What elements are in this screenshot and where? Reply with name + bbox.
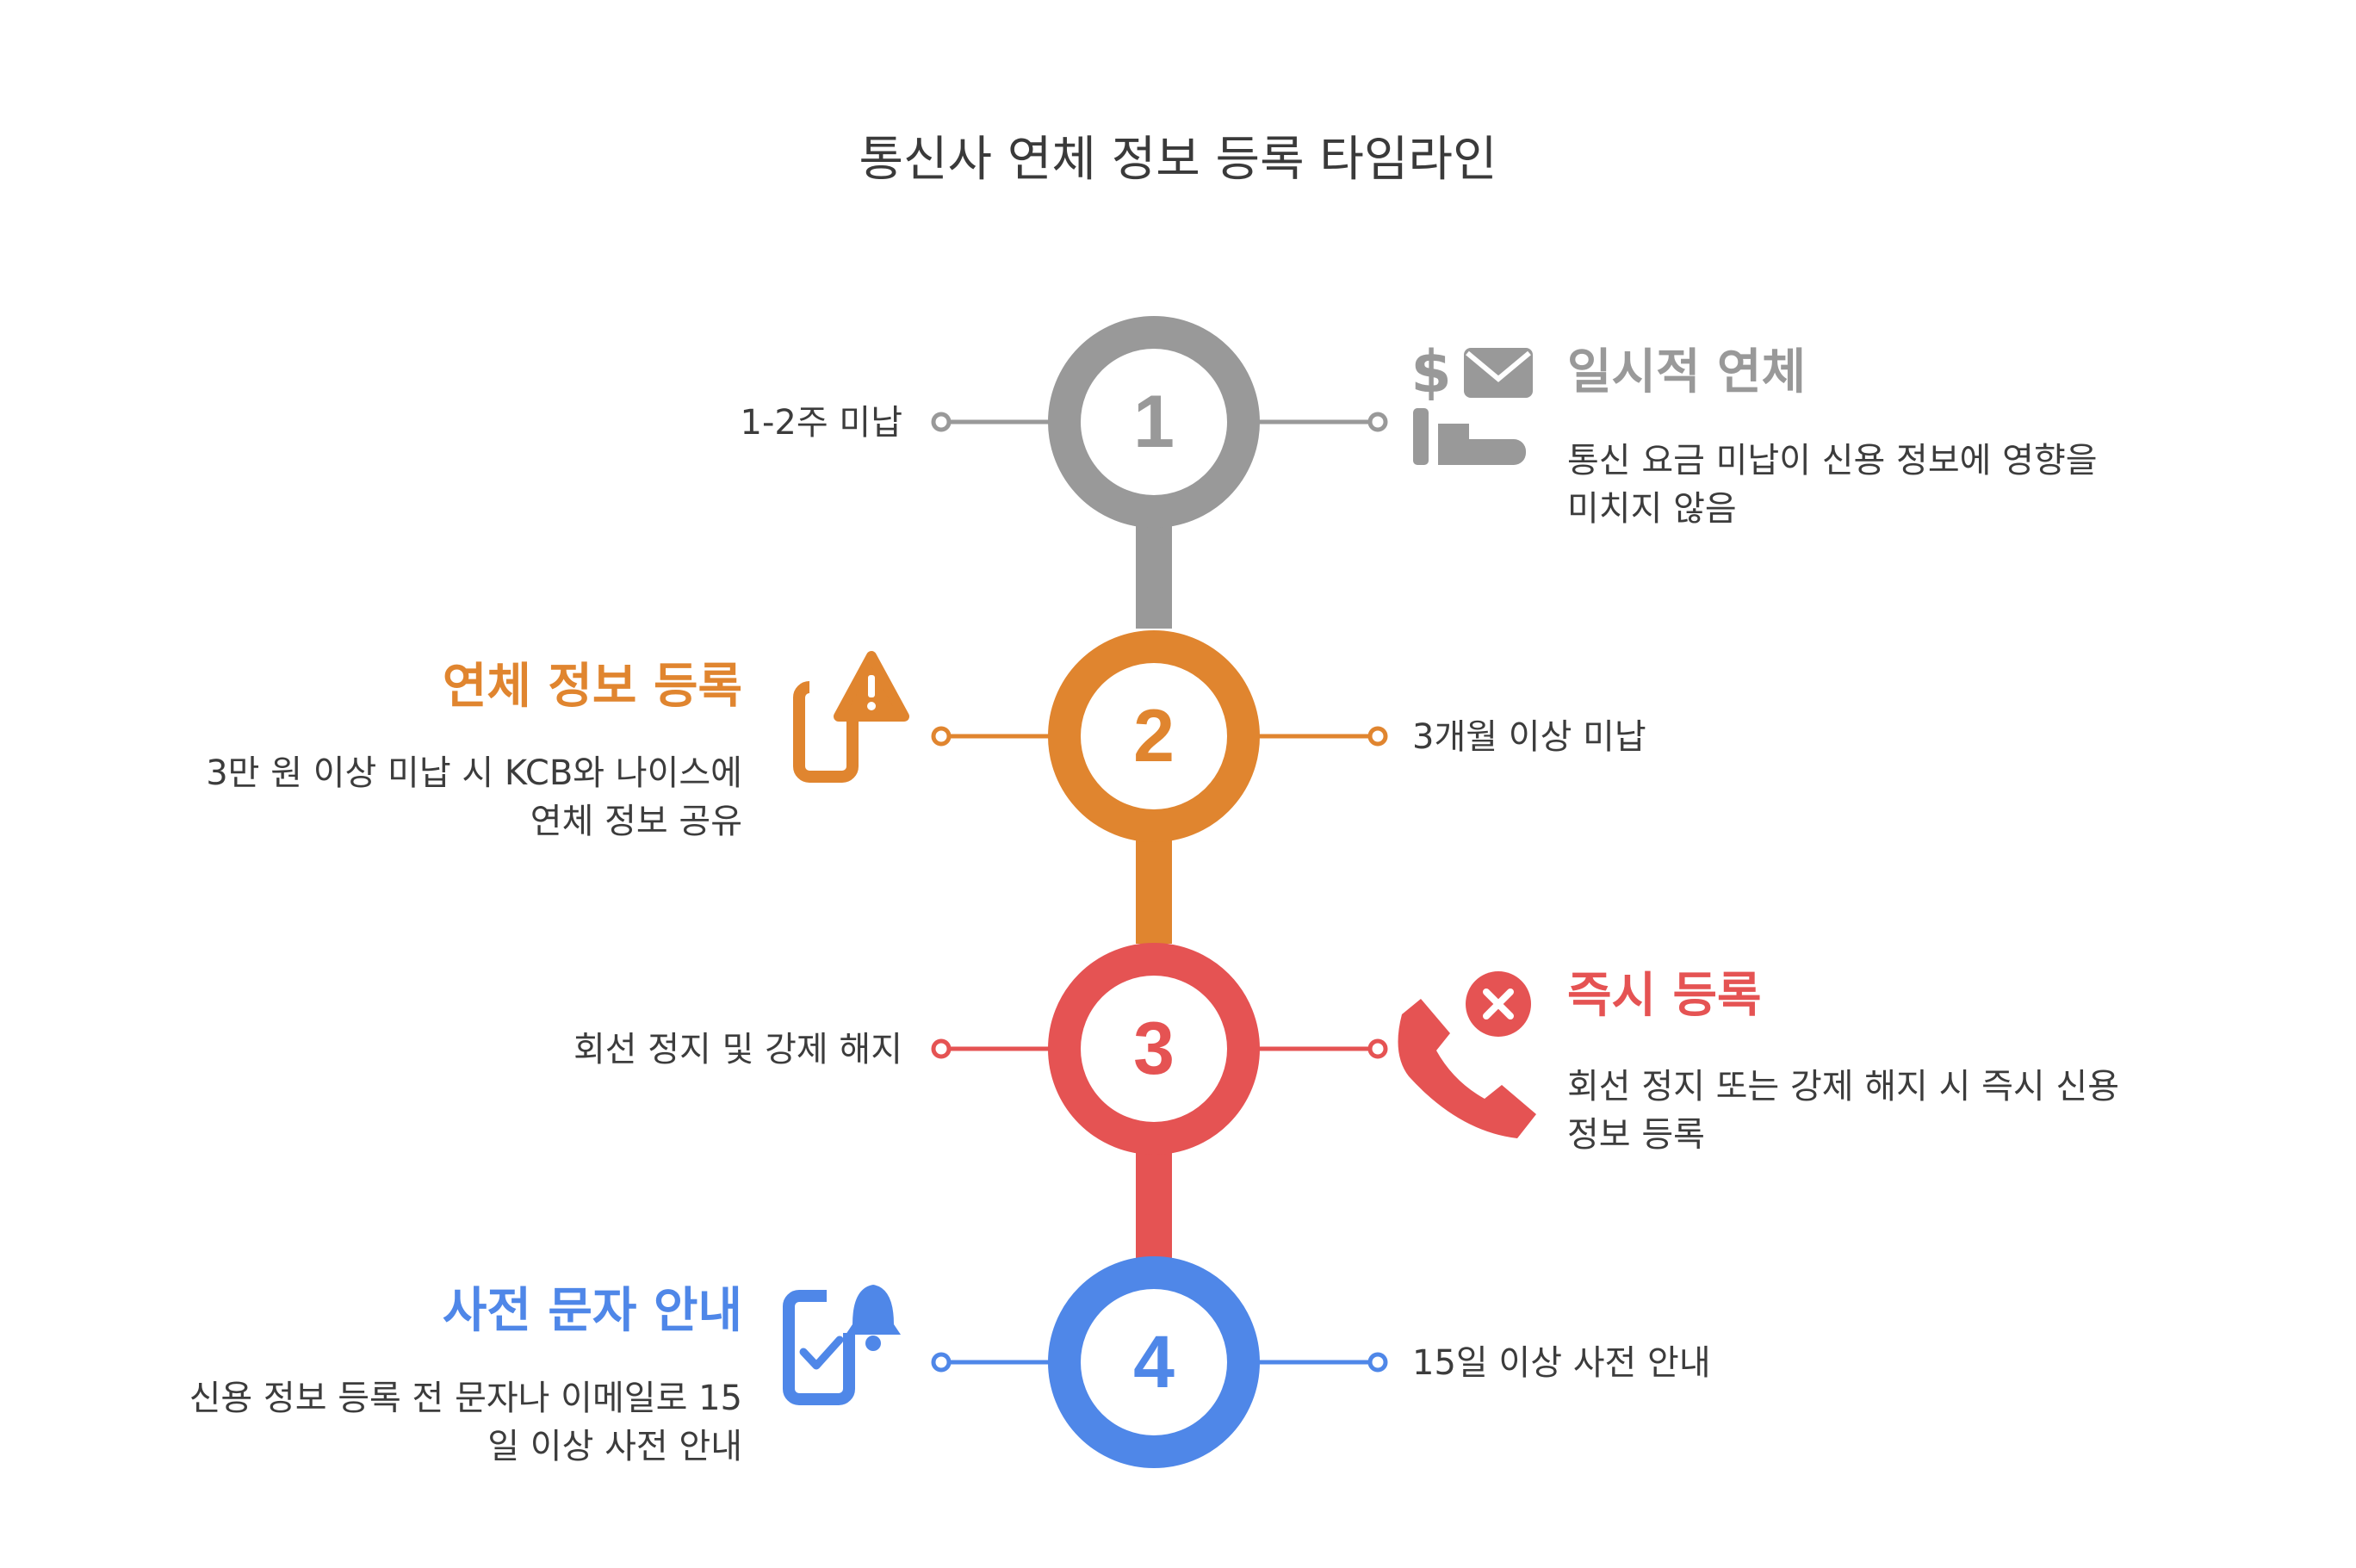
step-4-heading: 사전 문자 안내 (442, 1283, 742, 1339)
step-1-description: 통신 요금 미납이 신용 정보에 영향을 미치지 않음 (1567, 437, 2098, 533)
step-2-heading: 연체 정보 등록 (442, 659, 742, 715)
step-1-condition: 1-2주 미납 (740, 403, 902, 443)
phone-warning-icon (793, 651, 909, 783)
step-4-description-line-1: 신용 정보 등록 전 문자나 이메일로 15 (189, 1379, 742, 1418)
connector-3-4 (1136, 1147, 1172, 1259)
step-2-ring (1048, 630, 1260, 842)
step-2-description-line-1: 3만 원 이상 미납 시 KCB와 나이스에 (206, 753, 742, 793)
step-4-description: 신용 정보 등록 전 문자나 이메일로 15 일 이상 사전 안내 (189, 1374, 742, 1471)
step-2-description: 3만 원 이상 미납 시 KCB와 나이스에 연체 정보 공유 (206, 749, 742, 846)
step-3-description: 회선 정지 또는 강제 해지 시 즉시 신용 정보 등록 (1567, 1063, 2119, 1159)
step-3-number: 3 (1133, 1007, 1175, 1090)
connector-1-2 (1136, 517, 1172, 629)
step-4-ring (1048, 1256, 1260, 1468)
step-3-description-line-2: 정보 등록 (1567, 1115, 1705, 1155)
dollar-envelope-hand-icon: $ (1410, 338, 1533, 465)
phone-call-cancel-icon (1398, 971, 1536, 1138)
step-1: 1 $ (931, 316, 1533, 528)
step-2-number: 2 (1133, 695, 1175, 778)
svg-text:$: $ (1410, 338, 1451, 406)
step-3: 3 (931, 943, 1536, 1155)
step-2-condition: 3개월 이상 미납 (1412, 717, 1646, 757)
step-2: 2 (793, 630, 1388, 842)
step-1-heading: 일시적 연체 (1567, 344, 1807, 400)
step-4-description-line-2: 일 이상 사전 안내 (487, 1427, 742, 1466)
step-3-condition: 회선 정지 및 강제 해지 (573, 1030, 902, 1069)
step-1-description-line-1: 통신 요금 미납이 신용 정보에 영향을 (1567, 441, 2098, 480)
step-4-condition: 15일 이상 사전 안내 (1412, 1343, 1711, 1383)
step-3-description-line-1: 회선 정지 또는 강제 해지 시 즉시 신용 (1567, 1067, 2120, 1106)
step-1-ring (1048, 316, 1260, 528)
step-2-description-line-2: 연체 정보 공유 (530, 802, 742, 841)
step-1-description-line-2: 미치지 않음 (1567, 489, 1737, 529)
step-4-number: 4 (1133, 1321, 1175, 1404)
step-4: 4 (783, 1256, 1388, 1468)
step-1-number: 1 (1133, 381, 1175, 463)
step-3-ring (1048, 943, 1260, 1155)
step-3-heading: 즉시 등록 (1567, 968, 1762, 1024)
connector-2-3 (1136, 832, 1172, 944)
page-title: 통신사 연체 정보 등록 타임라인 (859, 132, 1497, 188)
phone-notification-bell-icon (783, 1281, 901, 1405)
